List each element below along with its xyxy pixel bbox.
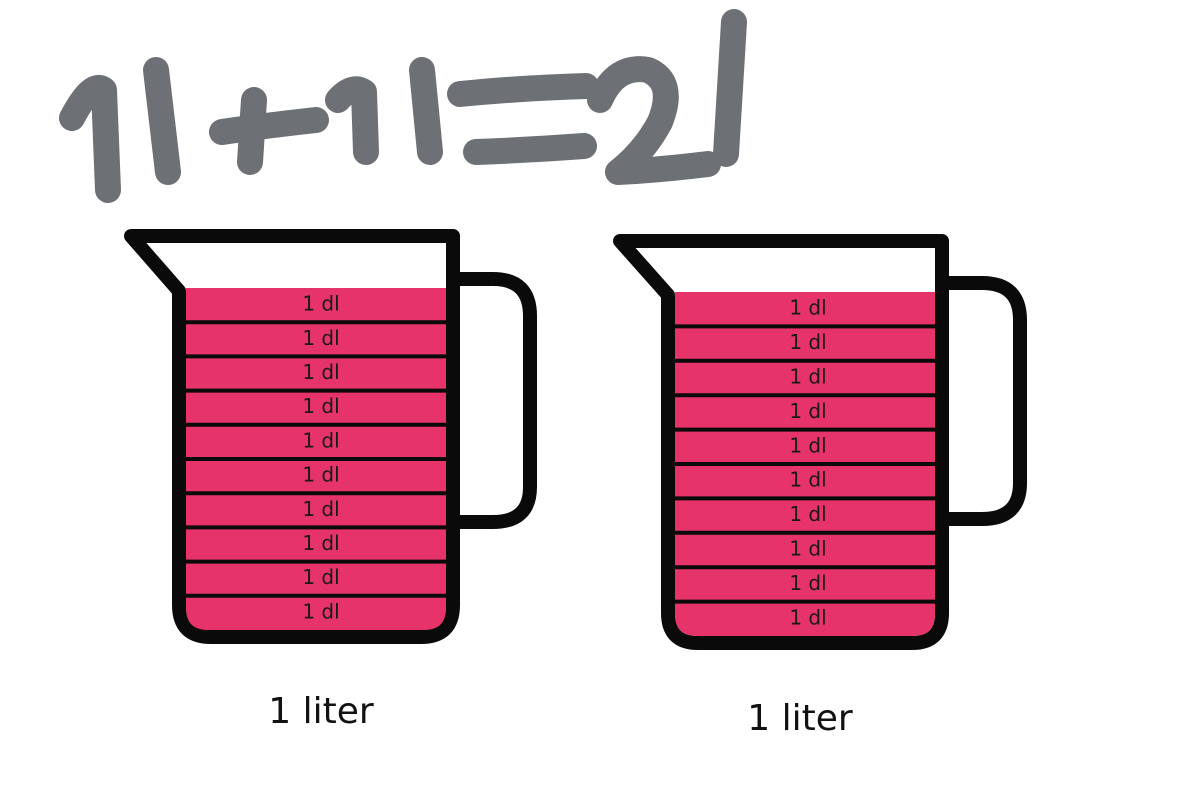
band-label: 1 dl xyxy=(302,497,339,521)
band-label: 1 dl xyxy=(302,463,339,487)
hand-digit-one-b xyxy=(325,76,379,165)
hand-digit-one-a xyxy=(59,75,121,203)
handwritten-equation xyxy=(59,9,747,203)
band-label: 1 dl xyxy=(789,365,826,389)
band-label: 1 dl xyxy=(789,433,826,457)
band-label: 1 dl xyxy=(302,531,339,555)
band-label: 1 dl xyxy=(789,296,826,320)
hand-letter-l-c xyxy=(713,9,747,167)
band-label: 1 dl xyxy=(789,502,826,526)
jug-1-liquid: 1 dl 1 dl 1 dl 1 dl 1 dl 1 dl 1 dl 1 dl 1 dl 1 dl xyxy=(186,288,446,630)
hand-digit-two xyxy=(587,56,721,185)
jug-1: 1 dl 1 dl 1 dl 1 dl 1 dl 1 dl 1 dl 1 dl 1 dl 1 dl xyxy=(124,229,537,644)
band-label: 1 dl xyxy=(302,428,339,452)
jug-2-caption: 1 liter xyxy=(747,698,853,739)
hand-equals-bottom xyxy=(463,133,597,165)
band-label: 1 dl xyxy=(789,537,826,561)
jug-2-liquid: 1 dl 1 dl 1 dl 1 dl 1 dl 1 dl 1 dl 1 dl 1 dl 1 dl xyxy=(675,292,935,636)
hand-equals-top xyxy=(447,73,599,107)
band-label: 1 dl xyxy=(789,399,826,423)
band-label: 1 dl xyxy=(302,394,339,418)
band-label: 1 dl xyxy=(302,565,339,589)
band-label: 1 dl xyxy=(789,605,826,629)
jug-1-caption: 1 liter xyxy=(268,691,374,732)
hand-plus-horizontal xyxy=(209,107,329,145)
band-label: 1 dl xyxy=(789,330,826,354)
band-label: 1 dl xyxy=(302,360,339,384)
hand-letter-l-a xyxy=(143,57,181,185)
band-label: 1 dl xyxy=(302,599,339,623)
jug-2-handle xyxy=(942,276,1027,526)
band-label: 1 dl xyxy=(302,326,339,350)
band-label: 1 dl xyxy=(789,571,826,595)
band-label: 1 dl xyxy=(302,292,339,316)
band-label: 1 dl xyxy=(789,468,826,492)
jug-1-handle xyxy=(453,272,537,529)
jug-2: 1 dl 1 dl 1 dl 1 dl 1 dl 1 dl 1 dl 1 dl 1 dl 1 dl xyxy=(613,234,1027,650)
hand-letter-l-b xyxy=(409,57,443,165)
